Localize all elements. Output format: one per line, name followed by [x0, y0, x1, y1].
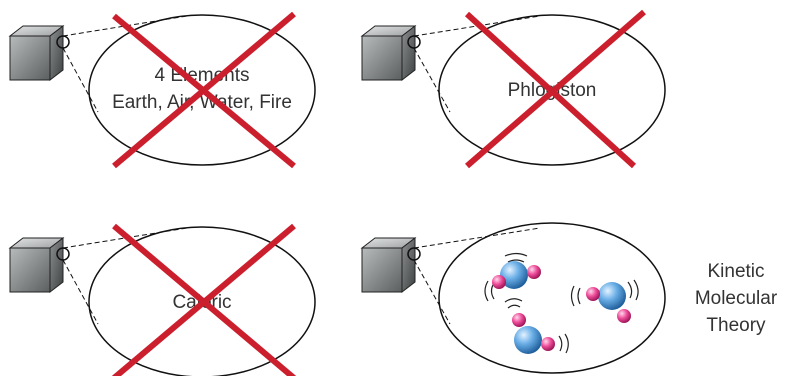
water-molecule-icon [570, 279, 639, 323]
panel-label-line-1: 4 Elements [154, 65, 249, 86]
magnifier-cube-icon [8, 24, 70, 82]
zoom-line-top [413, 15, 541, 37]
zoom-line-bottom [413, 47, 451, 113]
zoom-line-top [413, 227, 541, 249]
zoom-ellipse [88, 14, 316, 166]
theory-label-line-1: Kinetic [707, 261, 765, 282]
magnifier-cube-icon [360, 24, 421, 82]
water-molecule-icon [504, 298, 569, 354]
panel-phlogiston: Phlogiston [360, 9, 666, 169]
water-molecule-icon [484, 252, 541, 302]
theory-label: Kinetic Molecular Theory [688, 258, 784, 339]
panel-caloric: Caloric [8, 223, 316, 376]
magnifier-cube-icon [8, 236, 70, 294]
panel-four-elements: 4 Elements Earth, Air, Water, Fire [8, 11, 316, 169]
zoom-ellipse [88, 226, 316, 376]
zoom-line-bottom [413, 259, 451, 325]
magnifier-cube-icon [360, 236, 421, 294]
zoom-ellipse [438, 222, 666, 374]
theory-label-line-3: Theory [706, 315, 766, 336]
theory-label-line-2: Molecular [694, 288, 778, 309]
panel-kinetic-molecular [360, 222, 666, 374]
zoom-ellipse [438, 14, 666, 166]
cross-out-stroke-b [112, 11, 296, 169]
panel-label-line-2: Earth, Air, Water, Fire [112, 92, 292, 113]
zoom-line-bottom [62, 259, 99, 325]
cross-out-stroke-b [112, 223, 296, 376]
cross-out-stroke-b [465, 9, 646, 169]
zoom-line-bottom [62, 47, 99, 113]
